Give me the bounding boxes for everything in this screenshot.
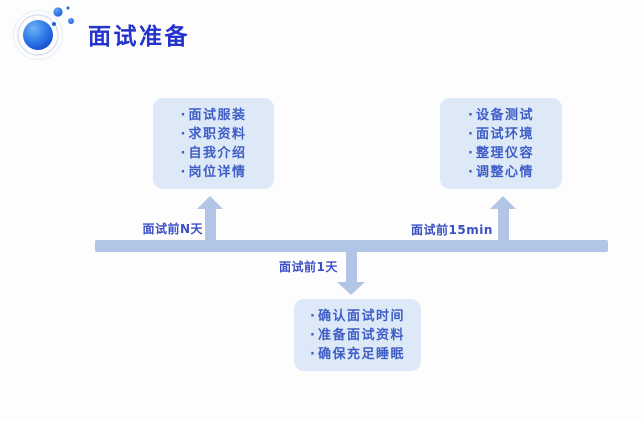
card-before-n-days: · 面试服装 · 求职资料 · 自我介绍 · 岗位详情	[153, 98, 274, 189]
arrowhead	[337, 282, 365, 295]
brand-logo	[12, 4, 98, 66]
list-item: · 求职资料	[181, 125, 247, 144]
bullet-dot: ·	[468, 145, 473, 161]
arrowhead	[197, 196, 223, 209]
timeline-label-before-1-day: 面试前1天	[279, 260, 338, 274]
bullet-dot: ·	[310, 308, 315, 324]
arrow-up-left-icon	[197, 196, 223, 241]
arrow-down-center-icon	[337, 251, 365, 295]
list-item: · 准备面试资料	[310, 326, 405, 345]
timeline-label-before-n-days: 面试前N天	[142, 222, 203, 236]
arrow-up-right-icon	[490, 196, 516, 241]
bullet-dot: ·	[468, 164, 473, 180]
bullet-dot: ·	[180, 164, 186, 180]
list-item: · 调整心情	[468, 163, 534, 182]
bullet-dot: ·	[310, 346, 315, 362]
list-item-label: 确保充足睡眠	[317, 346, 405, 362]
arrow-shaft	[204, 209, 216, 241]
list-item-label: 设备测试	[475, 107, 534, 123]
arrow-shaft	[497, 209, 509, 241]
card-before-15-min: · 设备测试 · 面试环境 · 整理仪容 · 调整心情	[440, 98, 562, 189]
bullet-dot: ·	[180, 126, 186, 142]
timeline-bar	[95, 240, 608, 252]
list-item: · 面试环境	[468, 125, 534, 144]
bullet-dot: ·	[468, 107, 473, 123]
list-item: · 岗位详情	[181, 163, 247, 182]
list-item-label: 求职资料	[188, 126, 247, 142]
bullet-dot: ·	[310, 327, 315, 343]
list-item: · 面试服装	[181, 106, 247, 125]
arrow-shaft	[345, 251, 357, 282]
arrowhead	[490, 196, 516, 209]
timeline-label-before-15-min: 面试前15min	[411, 223, 493, 237]
bullet-dot: ·	[468, 126, 473, 142]
list-item: · 整理仪容	[468, 144, 534, 163]
card-before-1-day: · 确认面试时间 · 准备面试资料 · 确保充足睡眠	[294, 299, 421, 371]
list-item-label: 面试服装	[188, 107, 247, 123]
list-item-label: 确认面试时间	[317, 308, 405, 324]
list-item-label: 面试环境	[475, 126, 534, 142]
list-item: · 自我介绍	[181, 144, 247, 163]
list-item-label: 自我介绍	[188, 145, 247, 161]
bullet-dot: ·	[180, 145, 186, 161]
blue-sphere-icon	[12, 6, 74, 61]
list-item-label: 准备面试资料	[317, 327, 405, 343]
list-item: · 设备测试	[468, 106, 534, 125]
list-item: · 确保充足睡眠	[310, 345, 405, 364]
bullet-dot: ·	[180, 107, 186, 123]
list-item-label: 调整心情	[475, 164, 534, 180]
list-item-label: 整理仪容	[475, 145, 534, 161]
list-item: · 确认面试时间	[310, 307, 405, 326]
page-title: 面试准备	[88, 24, 190, 50]
list-item-label: 岗位详情	[188, 164, 247, 180]
